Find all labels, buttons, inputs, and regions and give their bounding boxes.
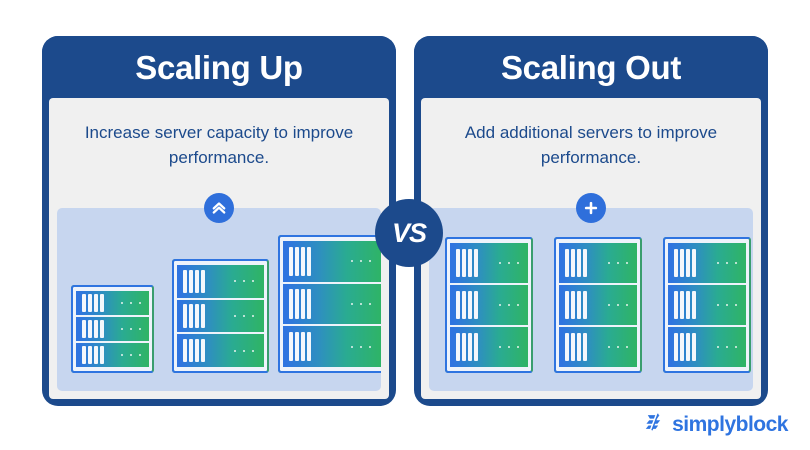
double-chevron-up-icon [204, 193, 234, 223]
server-unit [559, 243, 637, 283]
server-bars [183, 269, 205, 294]
server-dots [351, 345, 372, 348]
card-description: Add additional servers to improve perfor… [464, 123, 718, 167]
server-unit [559, 327, 637, 367]
server-bars [82, 320, 104, 338]
card-scaling-out: Scaling Out Add additional servers to im… [414, 36, 768, 406]
server-unit [450, 285, 528, 325]
server-unit [668, 327, 746, 367]
server-unit [450, 327, 528, 367]
server-bars [674, 332, 696, 362]
server-unit [283, 241, 381, 282]
card-scaling-up: Scaling Up Increase server capacity to i… [42, 36, 396, 406]
card-header-scaling-out: Scaling Out [414, 36, 768, 98]
server-rack [554, 237, 642, 373]
server-dots [120, 302, 141, 304]
server-rack [172, 259, 269, 373]
server-unit [450, 243, 528, 283]
card-title: Scaling Out [500, 48, 682, 86]
server-rack [445, 237, 533, 373]
server-dots [351, 260, 372, 263]
server-bars [565, 248, 587, 278]
server-unit [283, 326, 381, 368]
server-unit [283, 283, 381, 325]
server-unit [76, 291, 149, 315]
server-rack [278, 235, 381, 373]
server-dots [717, 304, 737, 306]
server-bars [674, 248, 696, 278]
server-bars [289, 289, 311, 319]
server-panel-scaling-out [429, 208, 753, 391]
plus-icon [576, 193, 606, 223]
vs-badge: VS [375, 199, 443, 267]
server-dots [120, 354, 141, 356]
server-bars [289, 246, 311, 276]
server-unit [177, 299, 264, 333]
server-dots [233, 349, 254, 352]
server-unit [76, 343, 149, 367]
server-dots [499, 346, 519, 348]
server-rack [71, 285, 154, 373]
server-unit [559, 285, 637, 325]
server-unit [668, 285, 746, 325]
server-unit [177, 265, 264, 298]
server-dots [717, 346, 737, 348]
server-dots [120, 328, 141, 330]
card-body-scaling-up: Increase server capacity to improve perf… [49, 98, 389, 399]
card-body-scaling-out: Add additional servers to improve perfor… [421, 98, 761, 399]
vs-badge-label: VS [391, 217, 427, 248]
server-dots [717, 262, 737, 264]
server-bars [82, 346, 104, 364]
server-dots [499, 262, 519, 264]
server-bars [456, 290, 478, 320]
server-bars [183, 304, 205, 328]
server-dots [608, 262, 628, 264]
server-dots [608, 304, 628, 306]
server-panel-scaling-up [57, 208, 381, 391]
server-bars [289, 332, 311, 362]
server-unit [177, 334, 264, 368]
server-bars [456, 332, 478, 362]
server-dots [233, 280, 254, 283]
server-unit [76, 317, 149, 341]
footer-logo: simplyblock [643, 411, 788, 438]
server-bars [183, 338, 205, 363]
server-dots [351, 303, 372, 305]
server-dots [608, 346, 628, 348]
card-description: Increase server capacity to improve perf… [84, 123, 354, 167]
server-bars [456, 248, 478, 278]
server-unit [668, 243, 746, 283]
server-bars [565, 332, 587, 362]
server-bars [565, 290, 587, 320]
simplyblock-logo-text: simplyblock [672, 412, 788, 436]
card-title: Scaling Up [135, 48, 303, 86]
simplyblock-mark-icon [643, 411, 665, 438]
card-header-scaling-up: Scaling Up [42, 36, 396, 98]
server-dots [499, 304, 519, 306]
server-rack [663, 237, 751, 373]
server-bars [82, 294, 104, 312]
server-dots [233, 315, 254, 317]
server-bars [674, 290, 696, 320]
